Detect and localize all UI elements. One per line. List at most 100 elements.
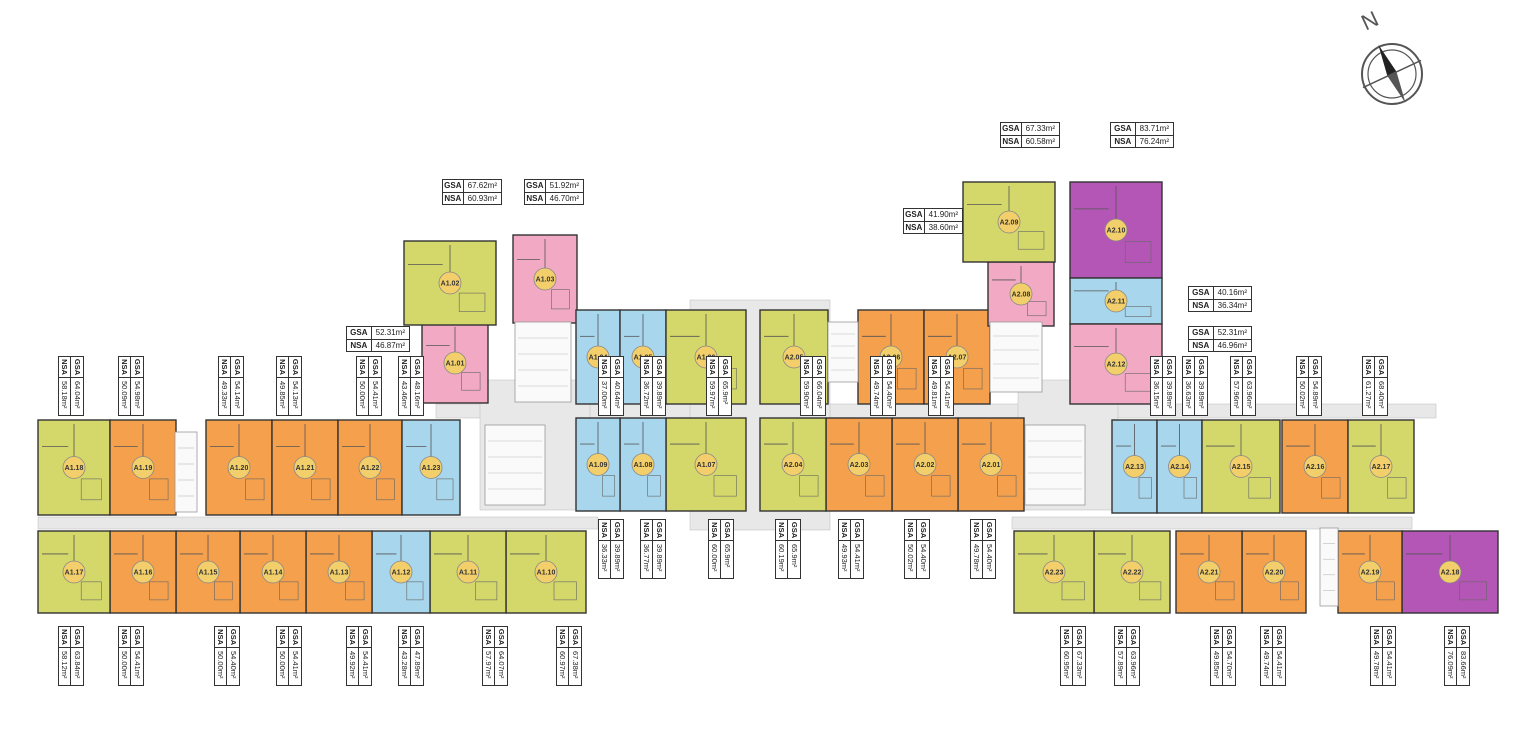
unit-A1-03[interactable]: A1.03 xyxy=(512,234,578,324)
furniture xyxy=(1017,231,1045,250)
nsa-key: NSA xyxy=(838,520,850,541)
gsa-value: 54.41m² xyxy=(943,381,952,409)
nsa-value: 58.18m² xyxy=(60,381,69,409)
furniture xyxy=(1061,581,1085,601)
unit-A2-21[interactable]: A2.21 xyxy=(1175,530,1243,614)
unit-id: A2.19 xyxy=(1361,570,1380,577)
unit-A2-08[interactable]: A2.08 xyxy=(987,261,1055,327)
gsa-value: 40.16m² xyxy=(1217,288,1247,297)
unit-badge xyxy=(847,453,871,476)
unit-A1-09[interactable]: A1.09 xyxy=(575,417,621,512)
unit-A1-12[interactable]: A1.12 xyxy=(371,530,431,614)
unit-A1-11[interactable]: A1.11 xyxy=(429,530,507,614)
nsa-value: 49.74m² xyxy=(1262,651,1271,679)
gsa-key: GSA xyxy=(611,520,623,541)
unit-A2-09[interactable]: A2.09 xyxy=(962,181,1056,263)
unit-A2-18[interactable]: A2.18 xyxy=(1401,530,1499,614)
gsa-value: 48.16m² xyxy=(413,381,422,409)
unit-A2-13[interactable]: A2.13 xyxy=(1111,419,1158,514)
furniture xyxy=(551,289,570,310)
unit-A1-17[interactable]: A1.17 xyxy=(37,530,111,614)
unit-A1-02[interactable]: A1.02 xyxy=(403,240,497,326)
unit-A2-12[interactable]: A2.12 xyxy=(1069,323,1163,405)
unit-A2-16[interactable]: A2.16 xyxy=(1281,419,1349,514)
unit-id: A2.11 xyxy=(1107,299,1125,306)
gsa-key: GSA xyxy=(1163,357,1175,378)
unit-id: A2.15 xyxy=(1232,464,1251,471)
nsa-value: 38.60m² xyxy=(928,223,958,232)
gsa-value: 54.41m² xyxy=(361,651,370,679)
unit-A2-20[interactable]: A2.20 xyxy=(1241,530,1307,614)
unit-badge xyxy=(389,560,413,584)
unit-id: A1.15 xyxy=(199,570,218,577)
unit-A2-02[interactable]: A2.02 xyxy=(891,417,959,512)
gsa-value: 63.96m² xyxy=(1245,381,1254,409)
unit-A2-11[interactable]: A2.11 xyxy=(1069,277,1163,325)
unit-badge xyxy=(261,560,285,584)
nsa-key: NSA xyxy=(347,340,372,352)
unit-A1-08[interactable]: A1.08 xyxy=(619,417,667,512)
unit-A2-14[interactable]: A2.14 xyxy=(1156,419,1203,514)
unit-badge xyxy=(358,456,382,479)
gsa-value: 63.96m² xyxy=(1129,651,1138,679)
unit-A1-10[interactable]: A1.10 xyxy=(505,530,587,614)
gsa-value: 54.98m² xyxy=(133,381,142,409)
unit-A1-14[interactable]: A1.14 xyxy=(239,530,307,614)
gsa-value: 83.71m² xyxy=(1139,124,1169,133)
unit-A1-16[interactable]: A1.16 xyxy=(109,530,177,614)
nsa-value: 59.97m² xyxy=(708,381,717,409)
furniture xyxy=(376,478,395,501)
nsa-key: NSA xyxy=(1060,627,1072,648)
stair-core xyxy=(484,424,546,506)
unit-A1-01[interactable]: A1.01 xyxy=(421,322,489,404)
unit-A2-19[interactable]: A2.19 xyxy=(1337,530,1403,614)
unit-A2-03[interactable]: A2.03 xyxy=(825,417,893,512)
compass-icon xyxy=(1361,43,1423,105)
unit-badge xyxy=(1123,455,1146,478)
unit-A2-04[interactable]: A2.04 xyxy=(759,417,827,512)
nsa-value: 50.00m² xyxy=(278,651,287,679)
unit-badge xyxy=(913,453,937,476)
unit-A2-23[interactable]: A2.23 xyxy=(1013,530,1095,614)
nsa-key: NSA xyxy=(58,627,70,648)
unit-A1-15[interactable]: A1.15 xyxy=(175,530,241,614)
furniture xyxy=(553,581,577,601)
furniture xyxy=(311,478,331,501)
nsa-key: NSA xyxy=(482,627,494,648)
nsa-key: NSA xyxy=(1210,627,1222,648)
unit-A1-23[interactable]: A1.23 xyxy=(401,419,461,516)
unit-A1-07[interactable]: A1.07 xyxy=(665,417,747,512)
gsa-key: GSA xyxy=(1189,287,1214,299)
nsa-key: NSA xyxy=(1182,357,1194,378)
gsa-value: 54.40m² xyxy=(985,544,994,572)
unit-A2-15[interactable]: A2.15 xyxy=(1201,419,1281,514)
unit-A2-01[interactable]: A2.01 xyxy=(957,417,1025,512)
unit-A1-20[interactable]: A1.20 xyxy=(205,419,273,516)
furniture xyxy=(865,475,885,497)
unit-A1-13[interactable]: A1.13 xyxy=(305,530,373,614)
unit-A2-22[interactable]: A2.22 xyxy=(1093,530,1171,614)
unit-badge xyxy=(534,560,558,584)
unit-A1-19[interactable]: A1.19 xyxy=(109,419,177,516)
nsa-value: 49.33m² xyxy=(220,381,229,409)
gsa-key: GSA xyxy=(653,520,665,541)
unit-A2-17[interactable]: A2.17 xyxy=(1347,419,1415,514)
nsa-value: 46.70m² xyxy=(549,194,579,203)
nsa-value: 60.00m² xyxy=(710,544,719,572)
corridor xyxy=(37,516,599,530)
unit-A2-10[interactable]: A2.10 xyxy=(1069,181,1163,279)
stair-core xyxy=(514,321,572,403)
unit-badge xyxy=(227,456,251,479)
nsa-key: NSA xyxy=(598,357,610,378)
unit-A1-21[interactable]: A1.21 xyxy=(271,419,339,516)
unit-A1-18[interactable]: A1.18 xyxy=(37,419,111,516)
unit-A1-22[interactable]: A1.22 xyxy=(337,419,403,516)
